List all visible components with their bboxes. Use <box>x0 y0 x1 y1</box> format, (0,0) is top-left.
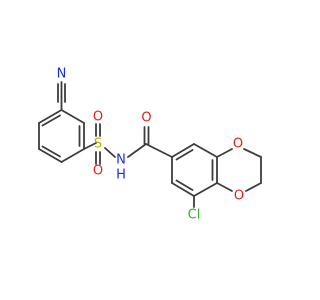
ring-to-sulfur-bond <box>83 142 97 150</box>
sulfonyl-oxygen-bonds <box>95 123 101 165</box>
sulfonyl-oxygen-top-label: O <box>93 110 103 125</box>
dioxane-ring <box>216 148 262 192</box>
carbonyl-oxygen-label: O <box>141 111 151 126</box>
carbonyl-to-ring-bond <box>145 143 173 158</box>
dioxane-oxygen-lower-label: O <box>234 189 244 204</box>
benzodioxane-aromatic-ring <box>171 143 218 197</box>
bonds <box>38 81 262 208</box>
sulfur-label: S <box>94 137 102 152</box>
dioxane-oxygen-upper-label: O <box>233 137 243 152</box>
sulfur-to-nitrogen-bond <box>104 147 116 158</box>
chlorine-label: Cl <box>188 208 201 223</box>
sulfonyl-oxygen-bottom-label: O <box>93 164 103 179</box>
carbonyl-double-bond <box>143 126 150 145</box>
nitrile-bond <box>57 81 66 111</box>
amide-hydrogen-label: H <box>116 168 126 183</box>
chemical-structure-diagram: N O S O N H O O O Cl <box>38 67 262 223</box>
atom-labels: N O S O N H O O O Cl <box>57 67 244 223</box>
nitrile-nitrogen-label: N <box>57 67 67 82</box>
benzonitrile-ring <box>38 109 85 163</box>
amide-nitrogen-label: N <box>116 153 126 168</box>
nitrogen-to-carbonyl-bond <box>127 143 147 158</box>
